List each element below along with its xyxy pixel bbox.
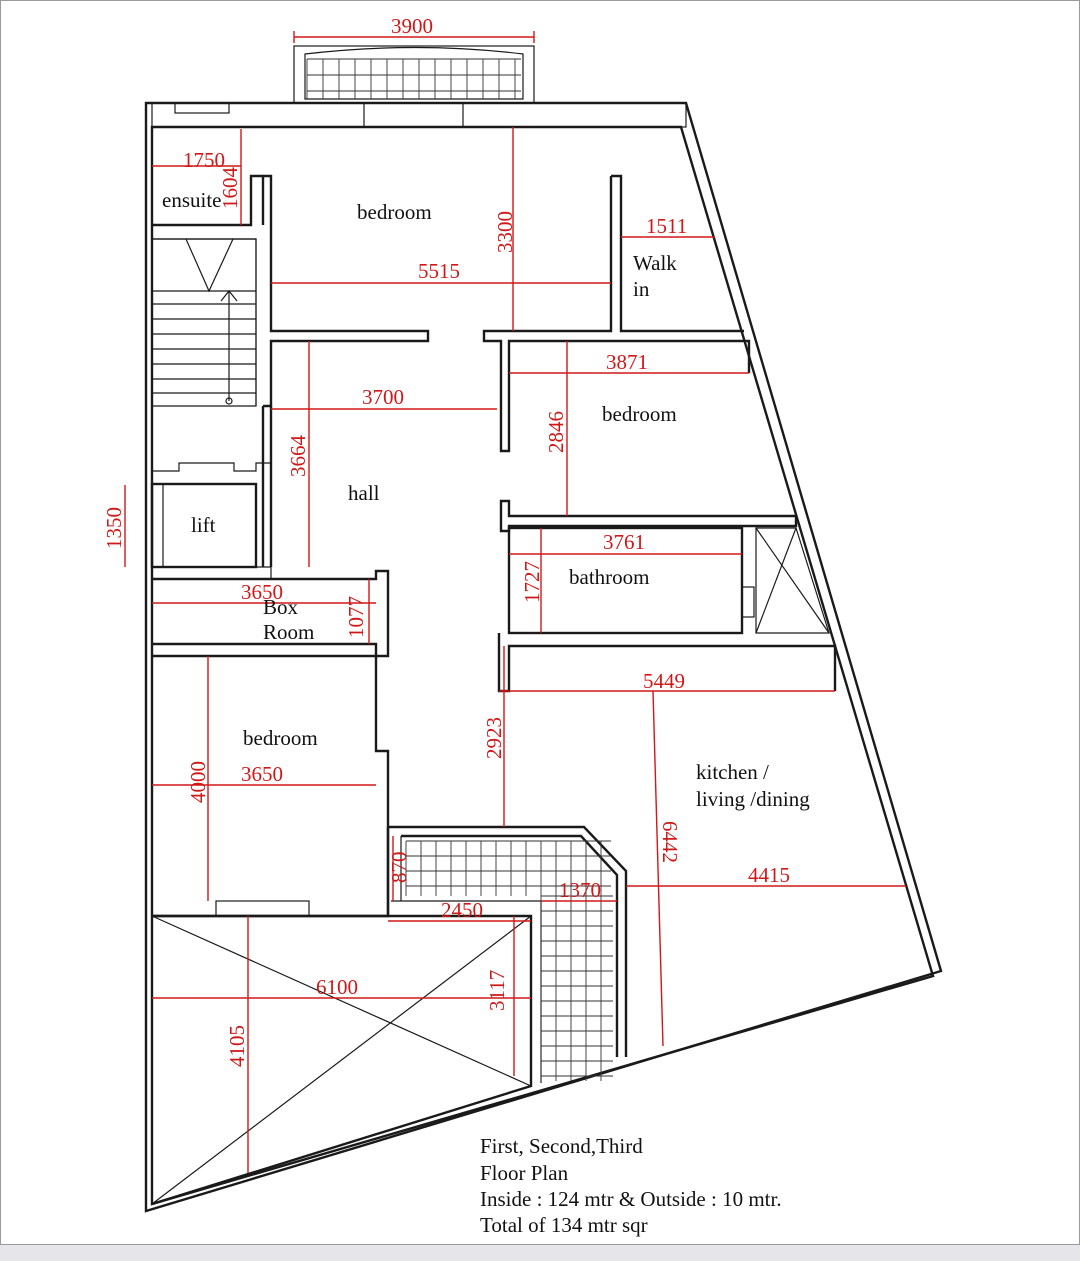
dim-3300: 3300 bbox=[493, 211, 517, 253]
dim-4000: 4000 bbox=[186, 761, 210, 803]
dim-1511: 1511 bbox=[646, 214, 687, 238]
top-balcony bbox=[293, 45, 535, 104]
stair bbox=[152, 238, 257, 407]
dim-1077: 1077 bbox=[344, 596, 368, 638]
room-label-bedroom-top: bedroom bbox=[357, 200, 432, 224]
room-label-kitchen-2: living /dining bbox=[696, 787, 810, 811]
dim-6442: 6442 bbox=[658, 821, 682, 863]
note-line-1: First, Second,Third bbox=[480, 1134, 643, 1158]
dimension-labels: 3900 1750 1604 3300 1511 5515 3871 3700 … bbox=[102, 14, 790, 1067]
dim-2450: 2450 bbox=[441, 898, 483, 922]
dim-2846: 2846 bbox=[544, 411, 568, 453]
room-label-lift: lift bbox=[191, 513, 216, 537]
room-label-kitchen-1: kitchen / bbox=[696, 760, 769, 784]
room-label-hall: hall bbox=[348, 481, 380, 505]
dim-3664: 3664 bbox=[286, 435, 310, 478]
dim-3117: 3117 bbox=[485, 970, 509, 1011]
dim-3871: 3871 bbox=[606, 350, 648, 374]
dim-3900: 3900 bbox=[391, 14, 433, 38]
dim-6100: 6100 bbox=[316, 975, 358, 999]
dim-5515: 5515 bbox=[418, 259, 460, 283]
dim-1727: 1727 bbox=[520, 561, 544, 603]
room-label-boxroom-1: Box bbox=[263, 595, 299, 619]
dim-1370: 1370 bbox=[559, 878, 601, 902]
dim-1604: 1604 bbox=[218, 167, 242, 210]
room-label-walkin-1: Walk bbox=[633, 251, 677, 275]
room-label-ensuite: ensuite bbox=[162, 188, 221, 212]
interior-walls bbox=[150, 102, 837, 1206]
dim-1750: 1750 bbox=[183, 148, 225, 172]
dim-3700: 3700 bbox=[362, 385, 404, 409]
room-labels: ensuite bedroom Walk in bedroom hall lif… bbox=[162, 188, 810, 811]
room-label-walkin-2: in bbox=[633, 277, 650, 301]
note-line-4: Total of 134 mtr sqr bbox=[480, 1213, 648, 1237]
dim-4415: 4415 bbox=[748, 863, 790, 887]
room-label-boxroom-2: Room bbox=[263, 620, 314, 644]
note-line-2: Floor Plan bbox=[480, 1161, 569, 1185]
dim-870: 870 bbox=[387, 852, 411, 884]
dim-5449: 5449 bbox=[643, 669, 685, 693]
dimension-lines bbox=[124, 31, 906, 1173]
plan-notes: First, Second,Third Floor Plan Inside : … bbox=[480, 1134, 782, 1237]
room-label-bedroom-left: bedroom bbox=[243, 726, 318, 750]
dim-3650-bedroom: 3650 bbox=[241, 762, 283, 786]
bottom-bar bbox=[0, 1245, 1080, 1261]
dim-1350: 1350 bbox=[102, 507, 126, 549]
room-label-bathroom: bathroom bbox=[569, 565, 649, 589]
note-line-3: Inside : 124 mtr & Outside : 10 mtr. bbox=[480, 1187, 782, 1211]
dim-3650-boxroom: 3650 bbox=[241, 580, 283, 604]
room-label-bedroom-right: bedroom bbox=[602, 402, 677, 426]
dim-4105: 4105 bbox=[225, 1025, 249, 1067]
dim-2923: 2923 bbox=[482, 717, 506, 759]
dim-3761: 3761 bbox=[603, 530, 645, 554]
